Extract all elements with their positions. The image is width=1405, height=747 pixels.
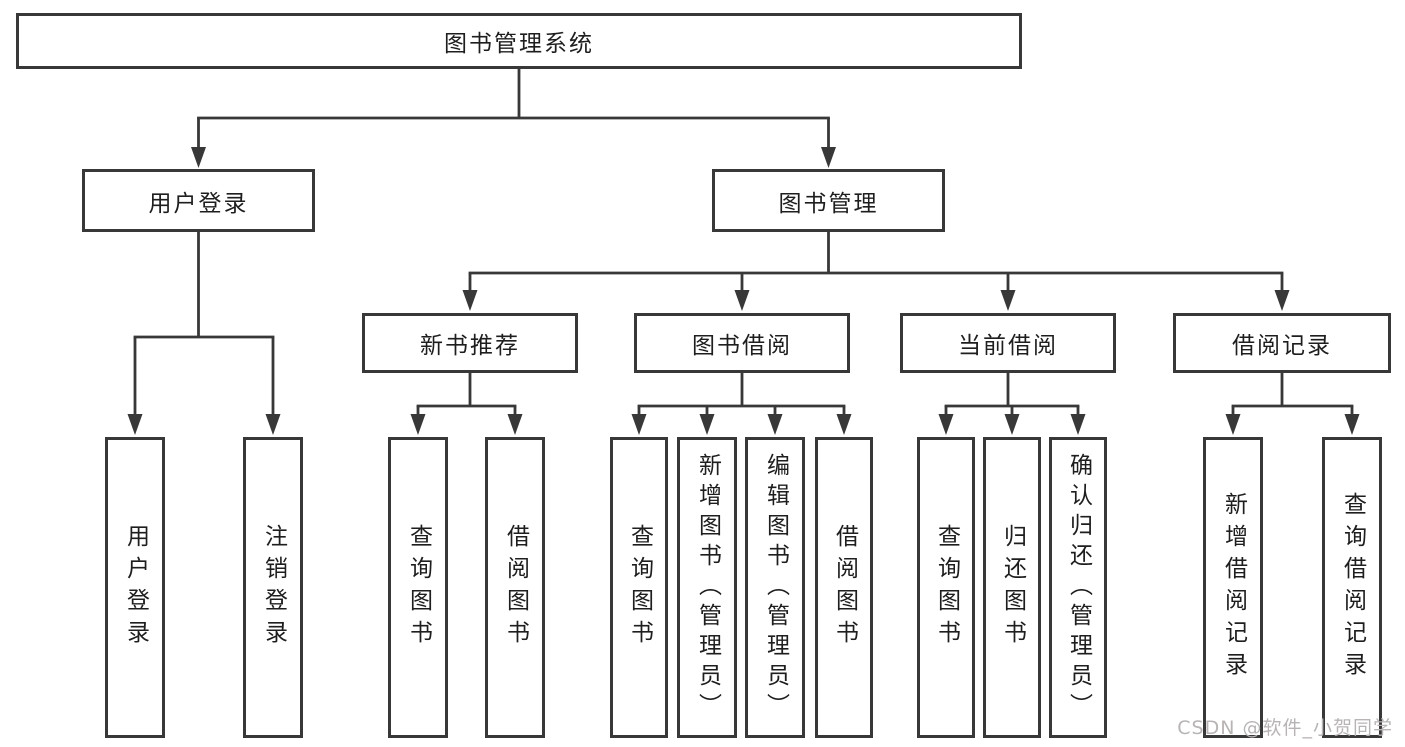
node-label-leaf-bb-add: 新增图书（管理员） [694, 452, 721, 723]
node-leaf-cb-query: 查询图书 [917, 437, 975, 738]
node-leaf-bb-query: 查询图书 [610, 437, 668, 738]
node-leaf-br-add: 新增借阅记录 [1203, 437, 1263, 738]
arrowhead-icon [410, 414, 426, 435]
node-root: 图书管理系统 [16, 13, 1022, 69]
node-label-borrow-record: 借阅记录 [1232, 333, 1332, 359]
arrowhead-icon [1225, 414, 1241, 435]
node-label-user-login: 用户登录 [148, 190, 249, 217]
node-leaf-bb-edit: 编辑图书（管理员） [745, 437, 805, 738]
arrowhead-icon [767, 414, 783, 435]
node-label-book-borrow: 图书借阅 [692, 333, 792, 359]
arrowhead-icon [191, 147, 206, 168]
node-label-leaf-br-add: 新增借阅记录 [1220, 491, 1247, 684]
node-leaf-cb-return: 归还图书 [983, 437, 1041, 738]
arrowhead-icon [1000, 290, 1016, 311]
node-label-leaf-nb-borrow: 借阅图书 [502, 523, 529, 652]
node-leaf-login: 用户登录 [105, 437, 165, 738]
arrowhead-icon [462, 290, 478, 311]
arrowhead-icon [821, 147, 836, 168]
node-book-borrow: 图书借阅 [634, 313, 850, 373]
node-label-leaf-login: 用户登录 [122, 523, 149, 652]
node-label-leaf-bb-query: 查询图书 [626, 523, 653, 652]
node-label-leaf-cb-query: 查询图书 [933, 523, 960, 652]
node-label-leaf-bb-edit: 编辑图书（管理员） [762, 452, 789, 723]
node-leaf-nb-query: 查询图书 [388, 437, 448, 738]
node-borrow-record: 借阅记录 [1173, 313, 1391, 373]
node-label-leaf-nb-query: 查询图书 [405, 523, 432, 652]
node-leaf-br-query: 查询借阅记录 [1322, 437, 1382, 738]
arrowhead-icon [699, 414, 715, 435]
arrowhead-icon [1274, 290, 1290, 311]
node-leaf-cb-confirm: 确认归还（管理员） [1049, 437, 1107, 738]
node-leaf-logout: 注销登录 [243, 437, 303, 738]
arrowhead-icon [938, 414, 954, 435]
arrowhead-icon [631, 414, 647, 435]
node-label-leaf-br-query: 查询借阅记录 [1339, 491, 1366, 684]
node-label-new-book: 新书推荐 [420, 333, 520, 359]
arrowhead-icon [127, 414, 143, 435]
node-current-borrow: 当前借阅 [900, 313, 1116, 373]
node-leaf-bb-borrow: 借阅图书 [815, 437, 873, 738]
node-user-login: 用户登录 [82, 169, 315, 232]
arrowhead-icon [734, 290, 750, 311]
node-label-leaf-cb-confirm: 确认归还（管理员） [1065, 452, 1092, 723]
node-label-current-borrow: 当前借阅 [958, 333, 1058, 359]
arrowhead-icon [265, 414, 281, 435]
arrowhead-icon [836, 414, 852, 435]
arrowhead-icon [507, 414, 523, 435]
node-label-root: 图书管理系统 [444, 31, 594, 57]
watermark: CSDN @软件_小贺同学 [1177, 717, 1393, 739]
node-leaf-nb-borrow: 借阅图书 [485, 437, 545, 738]
node-label-leaf-logout: 注销登录 [260, 523, 287, 652]
node-label-book-mgmt: 图书管理 [778, 190, 879, 217]
node-new-book: 新书推荐 [362, 313, 578, 373]
arrowhead-icon [1004, 414, 1020, 435]
node-label-leaf-bb-borrow: 借阅图书 [831, 523, 858, 652]
node-book-mgmt: 图书管理 [712, 169, 945, 232]
node-label-leaf-cb-return: 归还图书 [999, 523, 1026, 652]
node-leaf-bb-add: 新增图书（管理员） [677, 437, 737, 738]
arrowhead-icon [1070, 414, 1086, 435]
arrowhead-icon [1344, 414, 1360, 435]
